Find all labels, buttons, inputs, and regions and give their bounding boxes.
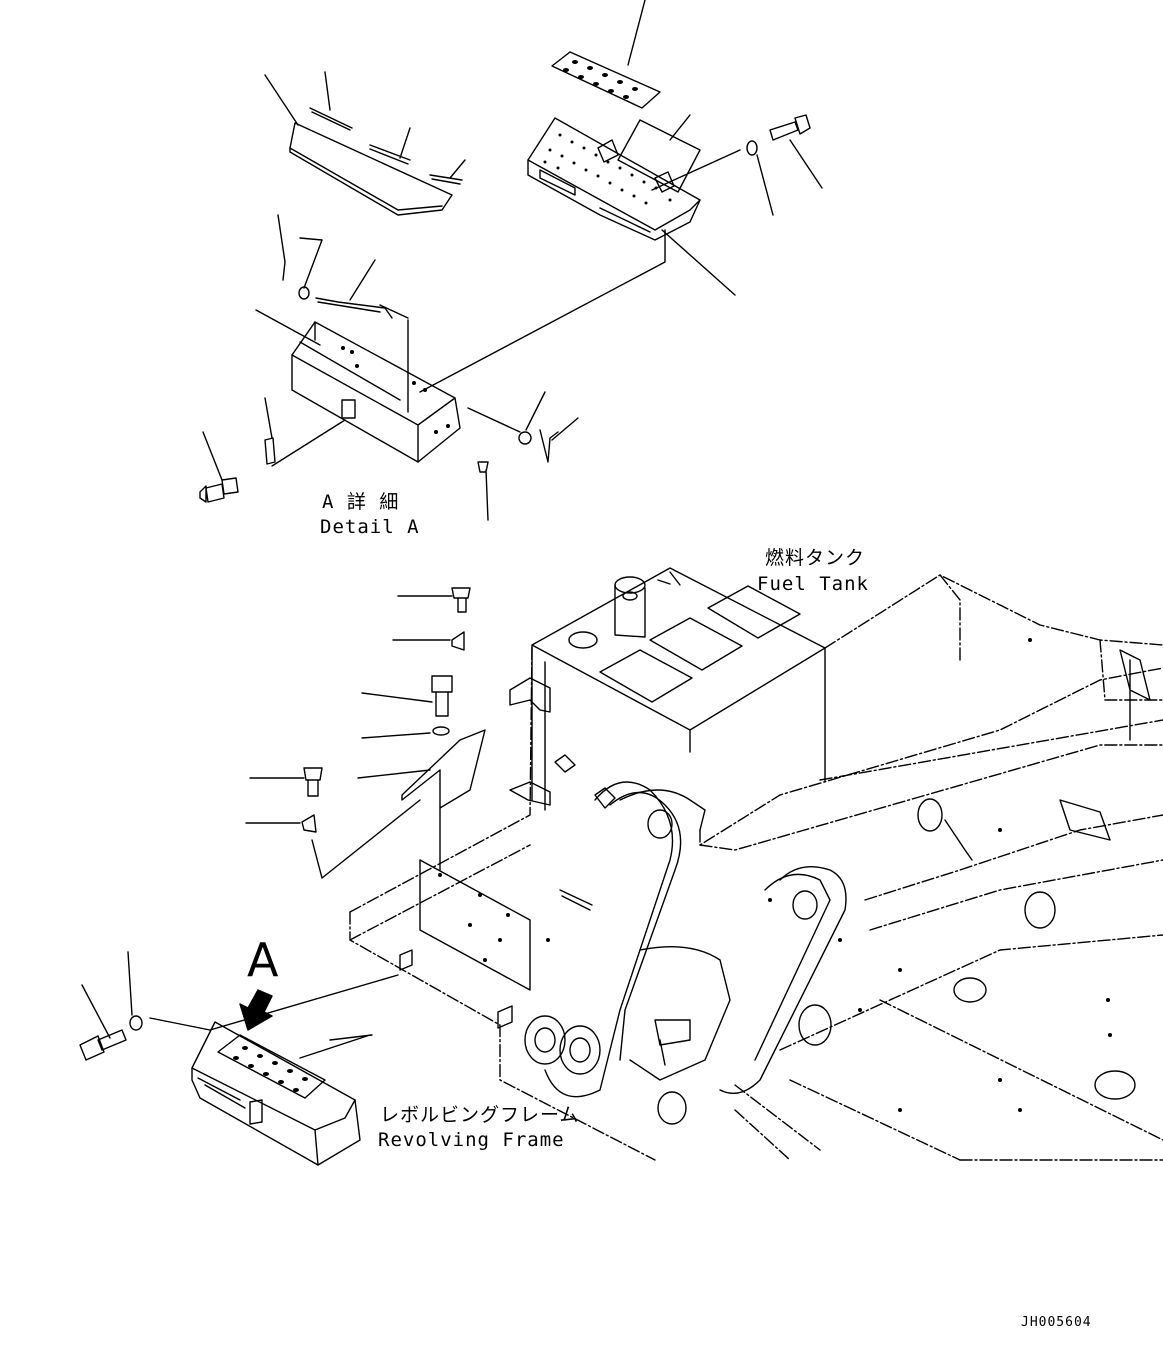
- pin-boss-6: [798, 1004, 832, 1046]
- clip-ring-left: [298, 286, 310, 300]
- bolt-bottom: [79, 1029, 127, 1061]
- washer-box-right: [518, 431, 532, 445]
- tank-pad-2: [649, 617, 743, 671]
- pin-boss-5: [792, 890, 818, 920]
- washer-top-right: [746, 140, 758, 156]
- step-box-bottom-pad: [217, 1034, 326, 1099]
- latch: [264, 437, 276, 465]
- screw-1: [451, 587, 471, 613]
- pin-boss-4: [657, 1091, 687, 1125]
- hardware-column: [245, 587, 486, 879]
- revolving-frame-label-en: Revolving Frame: [378, 1129, 565, 1151]
- pin-boss-1: [647, 809, 673, 839]
- fuel-tank-label-en: Fuel Tank: [757, 573, 869, 595]
- clip-3: [301, 814, 317, 833]
- bracket: [401, 729, 486, 809]
- pin-boss-3: [559, 1025, 601, 1075]
- revolving-frame-label-jp: レボルビングフレーム: [380, 1104, 580, 1126]
- tank-pad-1: [707, 585, 801, 639]
- screw-3: [303, 767, 323, 797]
- step-pad-top-holes: [563, 60, 638, 99]
- drawing-code: JH005604: [1021, 1315, 1092, 1330]
- cover-slot-1: [309, 107, 353, 131]
- bolt-2: [431, 675, 453, 717]
- bolt-top-right: [769, 114, 811, 141]
- tank-pad-3: [599, 649, 693, 703]
- cover-plate: [289, 122, 453, 216]
- view-letter-a: A: [247, 933, 279, 987]
- fuel-tank: [509, 567, 826, 811]
- knob-bolt: [199, 477, 239, 503]
- washer-2: [432, 726, 450, 736]
- cover-slot-3: [429, 174, 463, 185]
- step-box-top-holes: [543, 133, 672, 205]
- fuel-tank-label-jp: 燃料タンク: [765, 547, 866, 569]
- fuel-cap: [614, 584, 646, 638]
- view-arrow-a: [239, 989, 273, 1031]
- washer-bottom: [129, 1015, 143, 1031]
- step-pad-top: [551, 51, 661, 109]
- detail-a-label-en: Detail A: [320, 516, 420, 538]
- boom-bracket: [524, 649, 1151, 1125]
- pin-boss-2: [524, 1015, 566, 1065]
- step-box-bottom: [149, 974, 399, 1166]
- clip-1: [451, 631, 465, 651]
- step-box-top: [527, 117, 701, 231]
- cover-slot-2: [369, 144, 411, 165]
- detail-a-exploded-view: [199, 0, 823, 521]
- rod: [315, 297, 393, 319]
- revolving-frame: [349, 574, 1163, 1161]
- detail-a-label-jp: A 詳 細: [322, 491, 400, 513]
- frame-floor: [399, 638, 1112, 1112]
